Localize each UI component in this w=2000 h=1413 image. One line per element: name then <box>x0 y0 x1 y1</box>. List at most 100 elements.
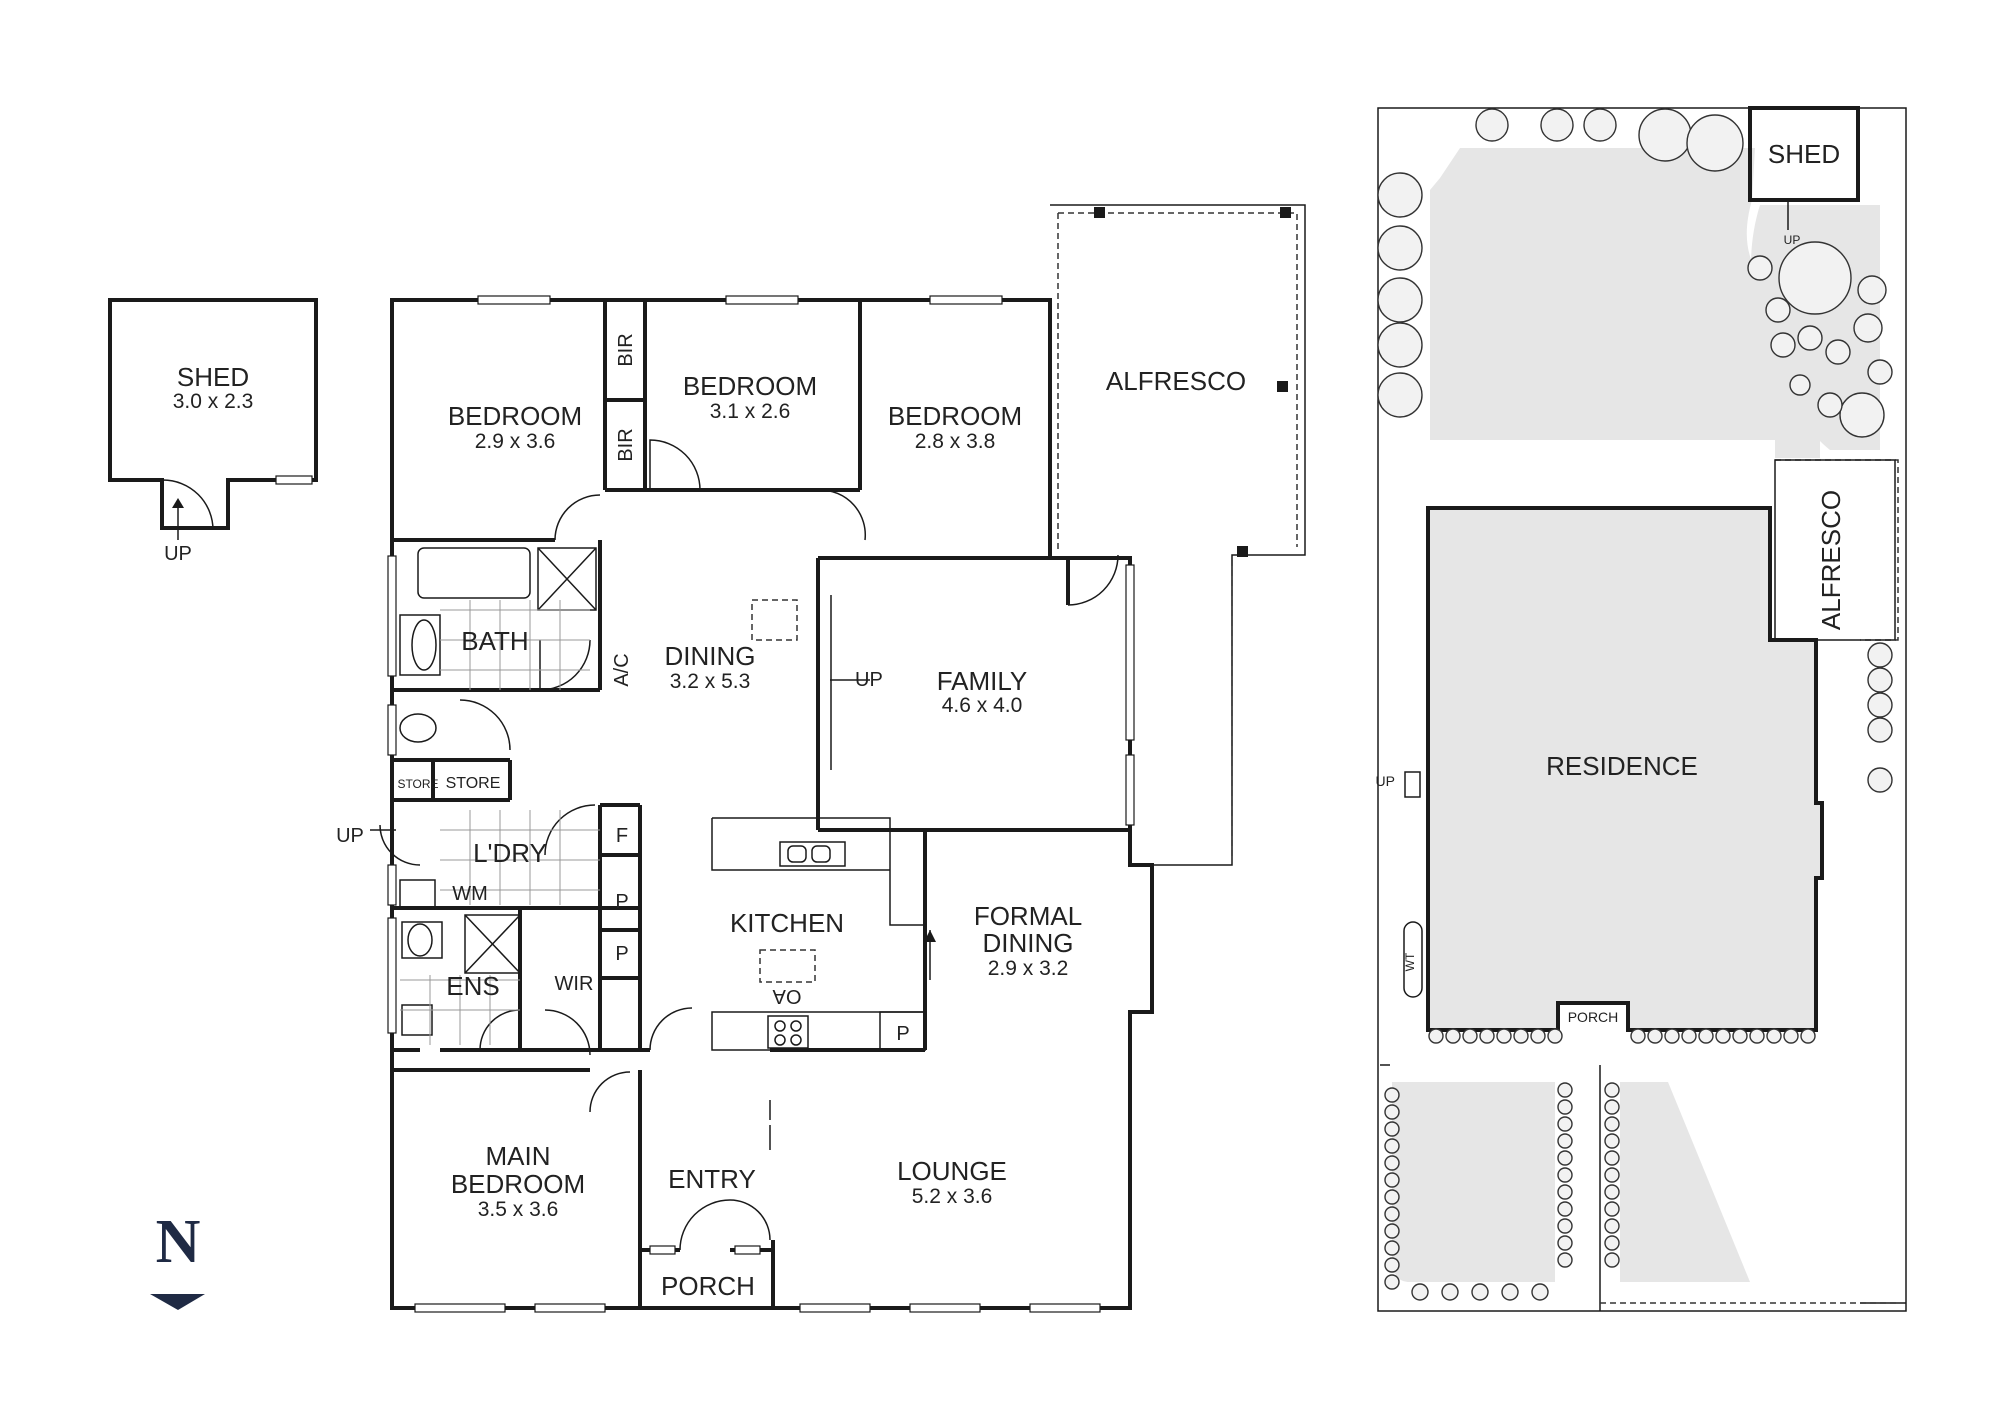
bedroom-n-dimensions: 3.1 x 2.6 <box>710 400 791 423</box>
site-shed-label: SHED <box>1768 139 1840 169</box>
hedge-shrub-icon <box>1557 1184 1573 1200</box>
windows <box>387 295 1135 1313</box>
hedge-shrub-icon <box>1471 1283 1489 1301</box>
hedge-shrub-icon <box>1557 1150 1573 1166</box>
hedge-shrub-icon <box>1428 1028 1444 1044</box>
main-bedroom-dimensions: 3.5 x 3.6 <box>478 1198 559 1221</box>
alfresco-area <box>1050 204 1306 866</box>
family-up-label: UP <box>855 669 883 691</box>
pantry1-label: P <box>615 891 628 913</box>
hedge-shrub-icon <box>1664 1028 1680 1044</box>
fridge-label: F <box>616 825 628 847</box>
shed-label: SHED <box>177 362 249 392</box>
hedge-shrub-icon <box>1732 1028 1748 1044</box>
hedge-shrub-icon <box>1411 1283 1429 1301</box>
hedge-shrub-icon <box>1513 1028 1529 1044</box>
hedge-shrub-icon <box>1557 1099 1573 1115</box>
store-small-label: STORE <box>397 777 438 791</box>
family-label: FAMILY <box>937 666 1028 696</box>
alfresco-label: ALFRESCO <box>1106 366 1246 396</box>
shed-up-label: UP <box>164 543 192 565</box>
north-arrow-icon <box>150 1294 205 1310</box>
hedge-shrub-icon <box>1557 1167 1573 1183</box>
hedge-shrub-icon <box>1604 1133 1620 1149</box>
shed-dimensions: 3.0 x 2.3 <box>173 390 254 413</box>
dining-label: DINING <box>665 641 756 671</box>
hedge-shrub-icon <box>1441 1283 1459 1301</box>
hedge-shrub-icon <box>1783 1028 1799 1044</box>
hedge-shrub-icon <box>1557 1133 1573 1149</box>
ens-label: ENS <box>446 971 499 1001</box>
hedge-shrub-icon <box>1715 1028 1731 1044</box>
hedge-shrub-icon <box>1604 1099 1620 1115</box>
hedge-shrub-icon <box>1604 1150 1620 1166</box>
hedge-shrub-icon <box>1547 1028 1563 1044</box>
hedge-shrub-icon <box>1462 1028 1478 1044</box>
hedge-shrub-icon <box>1604 1201 1620 1217</box>
site-trees <box>1377 108 1893 793</box>
dining-dimensions: 3.2 x 5.3 <box>670 670 751 693</box>
site-residence-label: RESIDENCE <box>1546 751 1698 781</box>
hedge-shrub-icon <box>1384 1189 1400 1205</box>
lounge-label: LOUNGE <box>897 1156 1007 1186</box>
kitchen-label: KITCHEN <box>730 908 844 938</box>
north-arrow-label: N <box>156 1208 201 1276</box>
house-walls <box>390 298 1154 1310</box>
store-label: STORE <box>446 775 501 792</box>
hedge-shrub-icon <box>1530 1028 1546 1044</box>
hedge-shrub-icon <box>1604 1116 1620 1132</box>
hedge-shrub-icon <box>1681 1028 1697 1044</box>
site-porch-label: PORCH <box>1568 1009 1619 1025</box>
hedge-shrub-icon <box>1384 1206 1400 1222</box>
hedge-shrub-icon <box>1630 1028 1646 1044</box>
bir-top-label: BIR <box>615 333 637 366</box>
hedge-shrub-icon <box>1557 1235 1573 1251</box>
hedge-shrub-icon <box>1557 1082 1573 1098</box>
bedroom-ne-dimensions: 2.8 x 3.8 <box>915 430 996 453</box>
formal-dining-label-2: DINING <box>983 928 1074 958</box>
hedge-shrub-icon <box>1557 1252 1573 1268</box>
site-shed-up-label: UP <box>1784 233 1801 247</box>
hedge-shrub-icon <box>1384 1172 1400 1188</box>
family-dimensions: 4.6 x 4.0 <box>942 694 1023 717</box>
wm-label: WM <box>452 883 488 905</box>
hedge-shrub-icon <box>1384 1155 1400 1171</box>
site-wt-label: WT <box>1403 952 1417 971</box>
bath-fixtures <box>399 547 597 1036</box>
hedge-shrub-icon <box>1800 1028 1816 1044</box>
hedge-shrub-icon <box>1445 1028 1461 1044</box>
site-up-label: UP <box>1376 773 1395 789</box>
hedge-shrub-icon <box>1384 1087 1400 1103</box>
hedge-shrub-icon <box>1647 1028 1663 1044</box>
hedge-shrub-icon <box>1604 1184 1620 1200</box>
bedroom-nw-dimensions: 2.9 x 3.6 <box>475 430 556 453</box>
ac-label: A/C <box>611 653 633 686</box>
hedge-shrub-icon <box>1384 1104 1400 1120</box>
hedge-shrub-icon <box>1749 1028 1765 1044</box>
hedge-shrub-icon <box>1604 1235 1620 1251</box>
main-bedroom-label-1: MAIN <box>486 1141 551 1171</box>
hedge-shrub-icon <box>1557 1218 1573 1234</box>
bedroom-nw-label: BEDROOM <box>448 401 582 431</box>
site-hedges <box>1384 1028 1816 1301</box>
bir-bottom-label: BIR <box>615 428 637 461</box>
hedge-shrub-icon <box>1698 1028 1714 1044</box>
hedge-shrub-icon <box>1496 1028 1512 1044</box>
tile-grids <box>400 600 600 1045</box>
entry-label: ENTRY <box>668 1164 756 1194</box>
detached-shed <box>108 298 318 540</box>
bedroom-ne-label: BEDROOM <box>888 401 1022 431</box>
hedge-shrub-icon <box>1604 1252 1620 1268</box>
pantry2-label: P <box>615 943 628 965</box>
hedge-shrub-icon <box>1384 1240 1400 1256</box>
hedge-shrub-icon <box>1384 1138 1400 1154</box>
formal-dining-dimensions: 2.9 x 3.2 <box>988 957 1069 980</box>
hedge-shrub-icon <box>1766 1028 1782 1044</box>
hedge-shrub-icon <box>1604 1218 1620 1234</box>
hedge-shrub-icon <box>1557 1116 1573 1132</box>
bedroom-n-label: BEDROOM <box>683 371 817 401</box>
hedge-shrub-icon <box>1479 1028 1495 1044</box>
hedge-shrub-icon <box>1501 1283 1519 1301</box>
hedge-shrub-icon <box>1531 1283 1549 1301</box>
